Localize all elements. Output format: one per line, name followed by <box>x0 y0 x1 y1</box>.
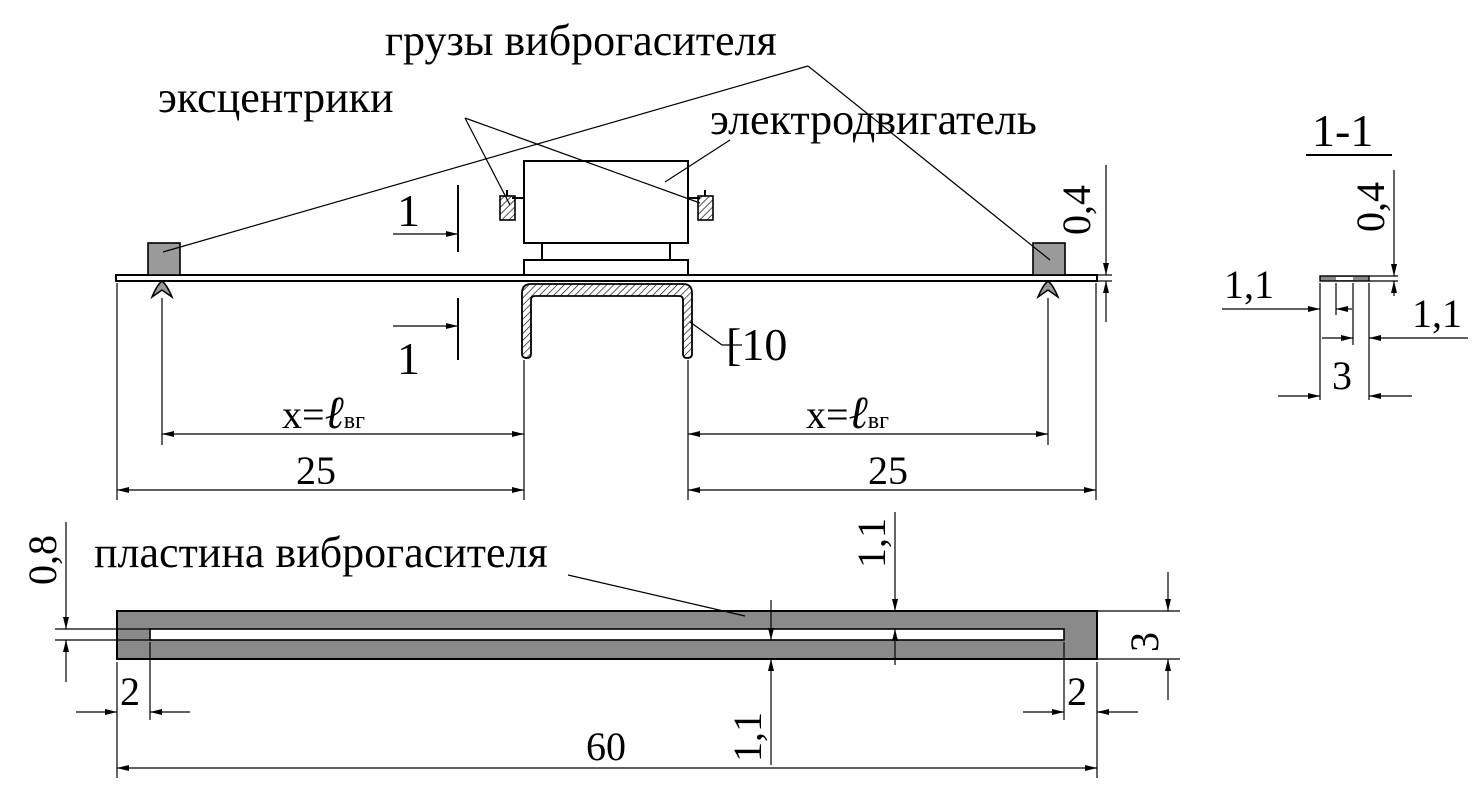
right-margin-dim: 2 <box>1067 669 1087 714</box>
section-title: 1-1 <box>1312 105 1373 156</box>
plate-slot <box>149 628 1065 641</box>
right-support-icon <box>1036 280 1060 300</box>
bottom-edge-dim: 1,1 <box>725 712 770 762</box>
main-elevation: 1 1 грузы виброгасителя эксцентрики элек… <box>115 16 1112 500</box>
right-weight <box>1032 242 1066 276</box>
plate-length-dim: 60 <box>586 724 626 769</box>
eccentrics-label: эксцентрики <box>158 73 394 122</box>
top-edge-dim: 1,1 <box>849 518 894 568</box>
section-right-width-dim: 1,1 <box>1412 291 1462 336</box>
section-1-1: 1-1 0,4 1,1 1,1 3 <box>1222 105 1468 400</box>
section-mark-top: 1 <box>397 185 420 236</box>
left-weight <box>147 242 181 276</box>
electric-motor <box>499 160 714 275</box>
plate-label: пластина виброгасителя <box>94 528 548 577</box>
weights-label: грузы виброгасителя <box>385 16 777 65</box>
right-span-dim: 25 <box>868 448 908 493</box>
plate-width-dim: 3 <box>1122 632 1167 652</box>
left-margin-dim: 2 <box>120 669 140 714</box>
right-x-dim: x=ℓвг <box>806 387 889 438</box>
section-width-dim: 3 <box>1332 353 1352 398</box>
motor-label: электродвигатель <box>710 95 1037 144</box>
plate-plan-view: пластина виброгасителя 0,8 3 1,1 1,1 2 <box>20 512 1180 778</box>
left-support-icon <box>150 280 174 300</box>
right-eccentric <box>697 195 714 221</box>
damper-beam <box>115 274 1098 282</box>
channel-profile <box>521 283 693 359</box>
left-x-dim: x=ℓвг <box>282 387 365 438</box>
section-left-width-dim: 1,1 <box>1224 262 1274 307</box>
slot-width-dim: 0,8 <box>20 535 65 585</box>
section-mark-bottom: 1 <box>397 333 420 384</box>
left-span-dim: 25 <box>296 448 336 493</box>
beam-thickness-dim: 0,4 <box>1054 185 1099 235</box>
channel-label: [10 <box>726 319 787 370</box>
section-thickness-dim: 0,4 <box>1348 182 1393 232</box>
